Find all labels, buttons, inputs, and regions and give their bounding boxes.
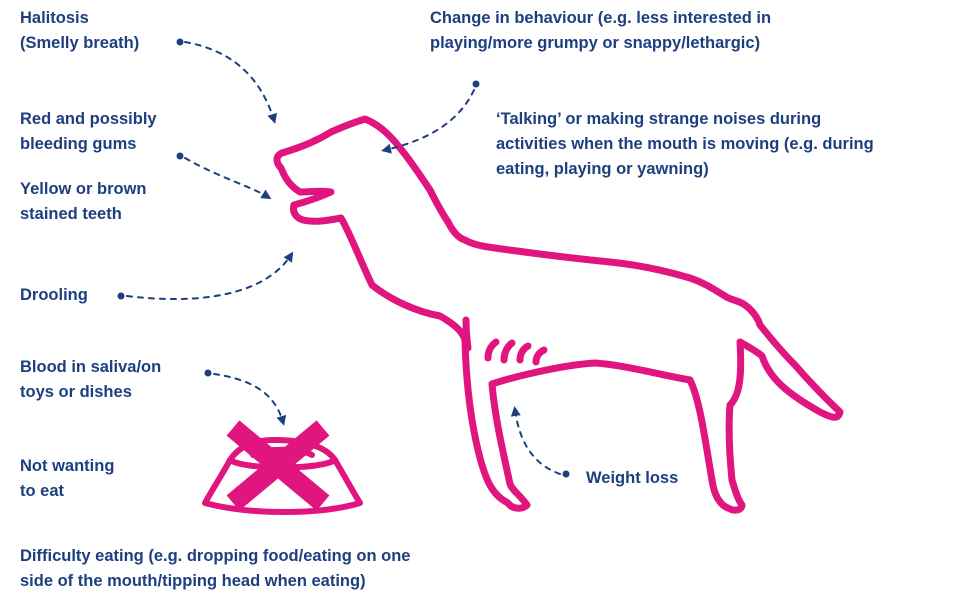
label-halitosis: Halitosis (Smelly breath): [20, 6, 139, 56]
label-behaviour-change: Change in behaviour (e.g. less intereste…: [430, 6, 771, 56]
label-not-eating: Not wanting to eat: [20, 454, 114, 504]
pointer-gums: [177, 153, 269, 198]
pointer-weight: [515, 410, 570, 478]
pointer-blood: [205, 370, 284, 423]
pointer-drooling: [118, 255, 292, 300]
label-stained-teeth: Yellow or brown stained teeth: [20, 177, 147, 227]
label-red-gums: Red and possibly bleeding gums: [20, 107, 157, 157]
label-blood-saliva: Blood in saliva/on toys or dishes: [20, 355, 161, 405]
label-difficulty-eating: Difficulty eating (e.g. dropping food/ea…: [20, 544, 410, 594]
label-talking: ‘Talking’ or making strange noises durin…: [496, 107, 874, 182]
pointer-behaviour: [385, 81, 480, 151]
pointer-halitosis: [177, 39, 275, 121]
label-drooling: Drooling: [20, 283, 88, 308]
label-weight-loss: Weight loss: [586, 466, 678, 491]
